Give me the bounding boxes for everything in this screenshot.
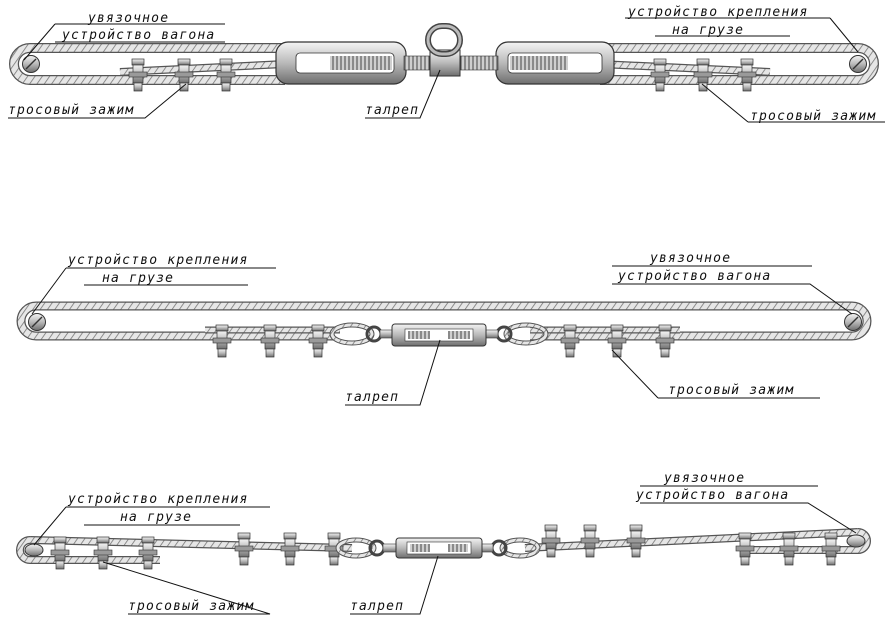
rope-clamp-icon <box>693 58 713 92</box>
rope-clamp-icon <box>560 324 580 358</box>
label-lashing-device-bottom-right-2: устройство вагона <box>635 488 789 503</box>
thimble-icon <box>24 543 44 557</box>
label-cargo-fastener-bottom-left-1: устройство крепления <box>67 492 249 507</box>
label-cargo-fastener-bottom-left-2: на грузе <box>120 510 192 525</box>
rope-clamp-icon <box>50 536 70 570</box>
rope-clamp-icon <box>138 536 158 570</box>
label-lashing-device-mid-right-2: устройство вагона <box>617 269 771 284</box>
rope-clamp-icon <box>735 532 755 566</box>
rope-clamp-icon <box>128 58 148 92</box>
rope-clamp-icon <box>737 58 757 92</box>
turnbuckle-icon <box>275 23 615 85</box>
rope-clamp-icon <box>216 58 236 92</box>
label-cargo-fastener-top-right-2: на грузе <box>672 23 744 38</box>
label-turnbuckle-mid: талреп <box>345 390 399 405</box>
label-cargo-fastener-mid-left-1: устройство крепления <box>67 253 249 268</box>
label-cargo-fastener-top-right-1: устройство крепления <box>627 5 809 20</box>
rope-clamp-icon <box>821 532 841 566</box>
rope-clamp-icon <box>607 324 627 358</box>
rope-clamp-icon <box>212 324 232 358</box>
rope-clamp-icon <box>541 524 561 558</box>
rope-clamp-icon <box>308 324 328 358</box>
rope-clamp-icon <box>650 58 670 92</box>
label-lashing-device-bottom-right-1: увязочное <box>663 471 745 486</box>
label-lashing-device-mid-right-1: увязочное <box>649 251 731 266</box>
panel-middle: устройство крепления на грузе увязочное … <box>16 251 872 406</box>
panel-bottom: устройство крепления на грузе увязочное … <box>16 471 871 615</box>
turnbuckle-icon <box>335 537 541 559</box>
label-rope-clamp-top-right: тросовый зажим <box>750 109 876 124</box>
rope-clamp-icon <box>580 524 600 558</box>
rope-clamp-icon <box>655 324 675 358</box>
label-turnbuckle-top: талреп <box>365 103 419 118</box>
thimble-icon <box>846 534 866 548</box>
lashing-bolt-icon <box>848 54 868 74</box>
label-rope-clamp-mid-right: тросовый зажим <box>668 383 794 398</box>
rope-clamp-icon <box>779 532 799 566</box>
label-cargo-fastener-mid-left-2: на грузе <box>102 271 174 286</box>
rope-clamp-icon <box>234 532 254 566</box>
panel-top: увязочное устройство вагона тросовый заж… <box>8 5 885 124</box>
label-lashing-device-top-left-2: устройство вагона <box>61 28 215 43</box>
turnbuckle-icon <box>329 322 549 347</box>
rope-clamp-icon <box>280 532 300 566</box>
label-lashing-device-top-left-1: увязочное <box>87 11 169 26</box>
lashing-bolt-icon <box>843 312 863 332</box>
rope-clamp-icon <box>260 324 280 358</box>
label-rope-clamp-top-left: тросовый зажим <box>8 103 134 118</box>
lashing-bolt-icon <box>27 312 47 332</box>
label-rope-clamp-bottom-left: тросовый зажим <box>128 599 254 614</box>
label-turnbuckle-bottom: талреп <box>350 599 404 614</box>
rope-clamp-icon <box>626 524 646 558</box>
